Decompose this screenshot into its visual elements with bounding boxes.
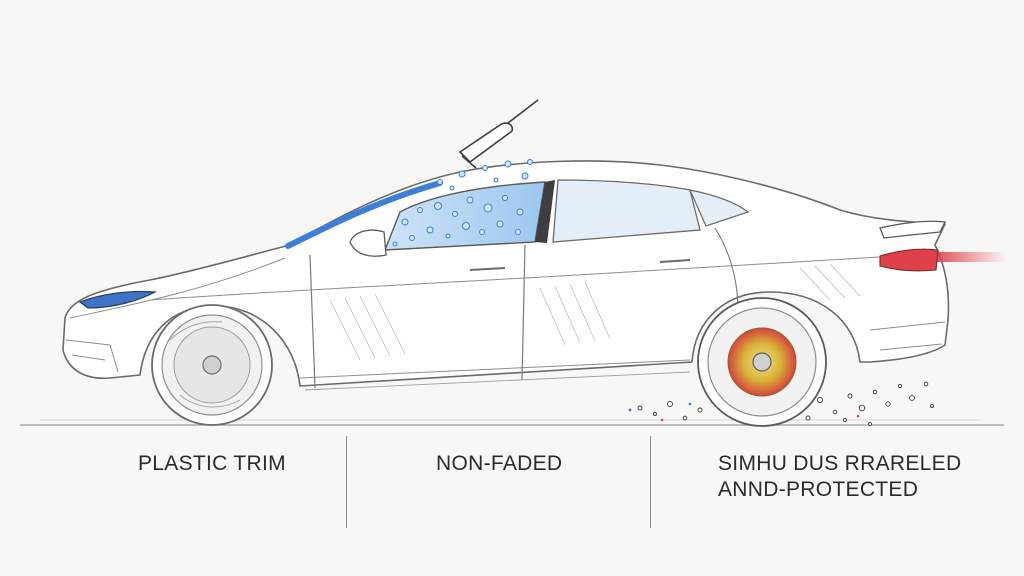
- pencil-shading: [329, 263, 861, 361]
- column-divider-right: [650, 436, 651, 528]
- label-non-faded: NON-FADED: [436, 452, 563, 475]
- water-droplets: [392, 159, 533, 247]
- road-spray-particles: [637, 381, 934, 426]
- ground-line: [20, 419, 1004, 426]
- headlight: [78, 290, 158, 309]
- side-mirror: [349, 229, 387, 257]
- label-protected-line1: SIMHU DUS RRARELED: [718, 452, 962, 475]
- colored-specks: [628, 402, 860, 422]
- rear-wheel: [697, 297, 827, 427]
- spray-nozzle-icon: [459, 99, 539, 169]
- label-protected-line2: ANND-PROTECTED: [718, 478, 919, 501]
- rear-spoiler: [879, 220, 946, 239]
- label-plastic-trim: PLASTIC TRIM: [138, 452, 286, 475]
- tail-light: [879, 248, 1006, 272]
- column-divider-left: [346, 436, 347, 528]
- label-protected: SIMHU DUS RRARELED ANND-PROTECTED: [718, 451, 961, 503]
- front-wheel: [151, 304, 273, 426]
- rear-window: [552, 179, 701, 243]
